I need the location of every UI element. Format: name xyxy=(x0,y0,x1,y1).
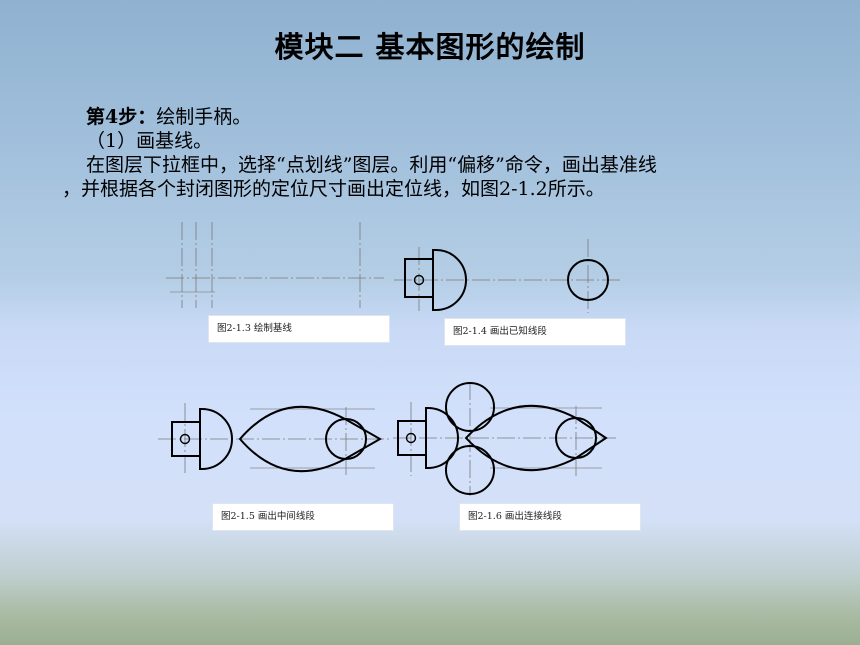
sub-step-line: （1）画基线。 xyxy=(86,130,213,152)
caption-figure-3: 图2-1.5 画出中间线段 xyxy=(212,503,394,531)
figure-connecting-segments xyxy=(393,382,616,496)
slide-title: 模块二 基本图形的绘制 xyxy=(274,30,586,64)
slide-body: 第4步：绘制手柄。 （1）画基线。 在图层下拉框中，选择“点划线”图层。利用“偏… xyxy=(62,105,802,201)
paragraph-line-1: 在图层下拉框中，选择“点划线”图层。利用“偏移”命令，画出基准线 xyxy=(86,154,657,176)
paragraph-line-2: ，并根据各个封闭图形的定位尺寸画出定位线，如图2-1.2所示。 xyxy=(62,178,605,200)
caption-figure-4: 图2-1.6 画出连接线段 xyxy=(459,503,641,531)
figure-intermediate-segments xyxy=(158,403,391,475)
caption-figure-2: 图2-1.4 画出已知线段 xyxy=(444,318,626,346)
caption-figure-1: 图2-1.3 绘制基线 xyxy=(208,315,390,343)
figure-base-lines xyxy=(166,222,384,308)
figure-known-segments xyxy=(394,239,620,313)
step-text: 绘制手柄。 xyxy=(156,106,252,128)
step-line: 第4步：绘制手柄。 xyxy=(62,105,802,129)
step-label: 第4步： xyxy=(86,106,157,128)
